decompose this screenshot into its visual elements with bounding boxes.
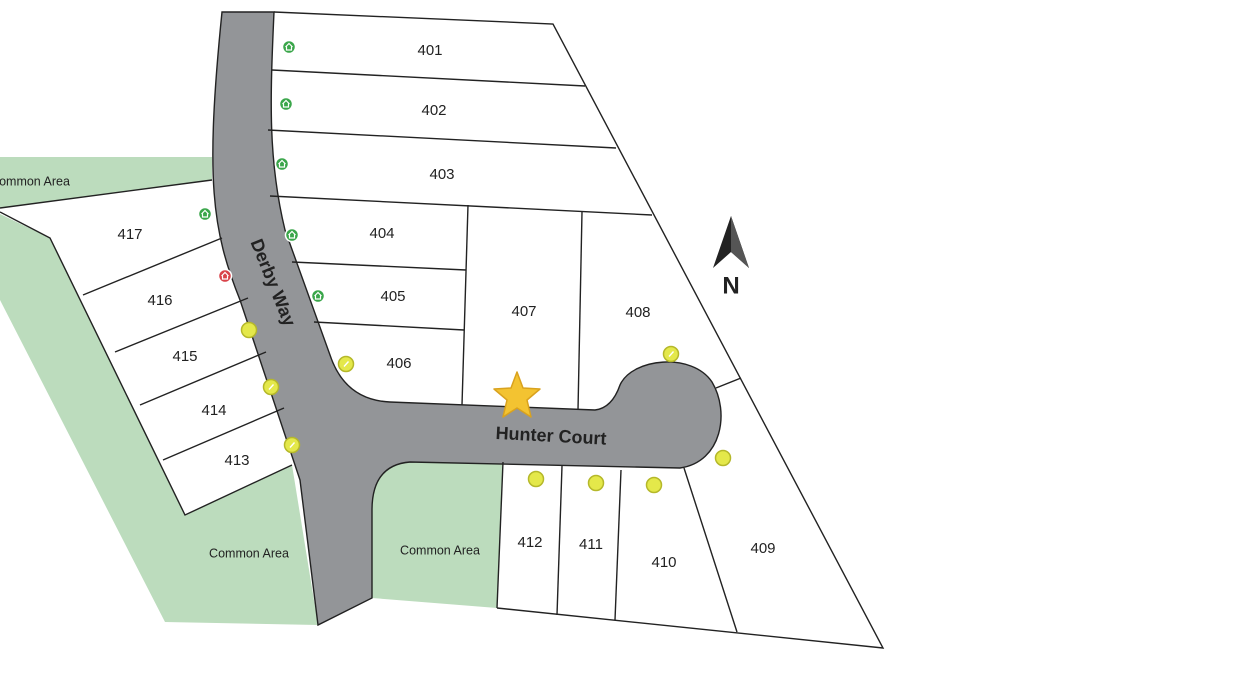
house-icon-lot-405[interactable] bbox=[310, 288, 326, 304]
key-icon-lot-413[interactable] bbox=[283, 436, 301, 454]
common-area-northwest bbox=[0, 157, 212, 208]
common-area-label-west: Common Area bbox=[209, 546, 289, 560]
lot-416[interactable]: 416 bbox=[147, 292, 172, 309]
north-arrow-icon bbox=[713, 216, 749, 268]
lot-status-markers bbox=[197, 39, 732, 494]
house-icon-lot-403[interactable] bbox=[274, 156, 290, 172]
lot-413[interactable]: 413 bbox=[224, 452, 249, 469]
lot-417[interactable]: 417 bbox=[117, 226, 142, 243]
road bbox=[212, 11, 722, 627]
common-area-center bbox=[372, 462, 503, 608]
key-icon-lot-406[interactable] bbox=[337, 355, 355, 373]
common-areas bbox=[0, 157, 503, 625]
key-icon-lot-414[interactable] bbox=[262, 378, 280, 396]
lot-415[interactable]: 415 bbox=[172, 348, 197, 365]
status-dot-icon-lot-412[interactable] bbox=[527, 470, 545, 488]
star-icon[interactable] bbox=[493, 371, 541, 418]
house-icon-lot-404[interactable] bbox=[284, 227, 300, 243]
status-dot-icon-lot-409[interactable] bbox=[714, 449, 732, 467]
lot-411[interactable]: 411 bbox=[579, 536, 603, 553]
north-label: N bbox=[722, 272, 739, 299]
lot-408[interactable]: 408 bbox=[625, 304, 650, 321]
common-area-label-center: Common Area bbox=[400, 543, 480, 557]
house-icon-lot-402[interactable] bbox=[278, 96, 294, 112]
lot-409[interactable]: 409 bbox=[750, 540, 775, 557]
common-area-west bbox=[0, 214, 318, 625]
key-icon-lot-408[interactable] bbox=[662, 345, 680, 363]
house-icon-lot-401[interactable] bbox=[281, 39, 297, 55]
lot-402[interactable]: 402 bbox=[421, 102, 446, 119]
lot-412[interactable]: 412 bbox=[517, 534, 542, 551]
lot-405[interactable]: 405 bbox=[380, 288, 405, 305]
lot-lines bbox=[0, 11, 885, 649]
lot-labels: 401 402 403 404 405 406 407 408 409 410 … bbox=[117, 42, 775, 571]
lot-406[interactable]: 406 bbox=[386, 355, 411, 372]
lot-403[interactable]: 403 bbox=[429, 166, 454, 183]
lot-410[interactable]: 410 bbox=[651, 554, 676, 571]
house-icon-lot-416[interactable] bbox=[217, 268, 233, 284]
status-dot-icon-lot-411[interactable] bbox=[587, 474, 605, 492]
lot-414[interactable]: 414 bbox=[201, 402, 226, 419]
lot-407[interactable]: 407 bbox=[511, 303, 536, 320]
lot-404[interactable]: 404 bbox=[369, 225, 394, 242]
status-dot-icon-lot-415[interactable] bbox=[240, 321, 258, 339]
status-dot-icon-lot-410[interactable] bbox=[645, 476, 663, 494]
lot-401[interactable]: 401 bbox=[417, 42, 442, 59]
common-area-label-northwest: Common Area bbox=[0, 174, 70, 188]
house-icon-lot-417[interactable] bbox=[197, 206, 213, 222]
